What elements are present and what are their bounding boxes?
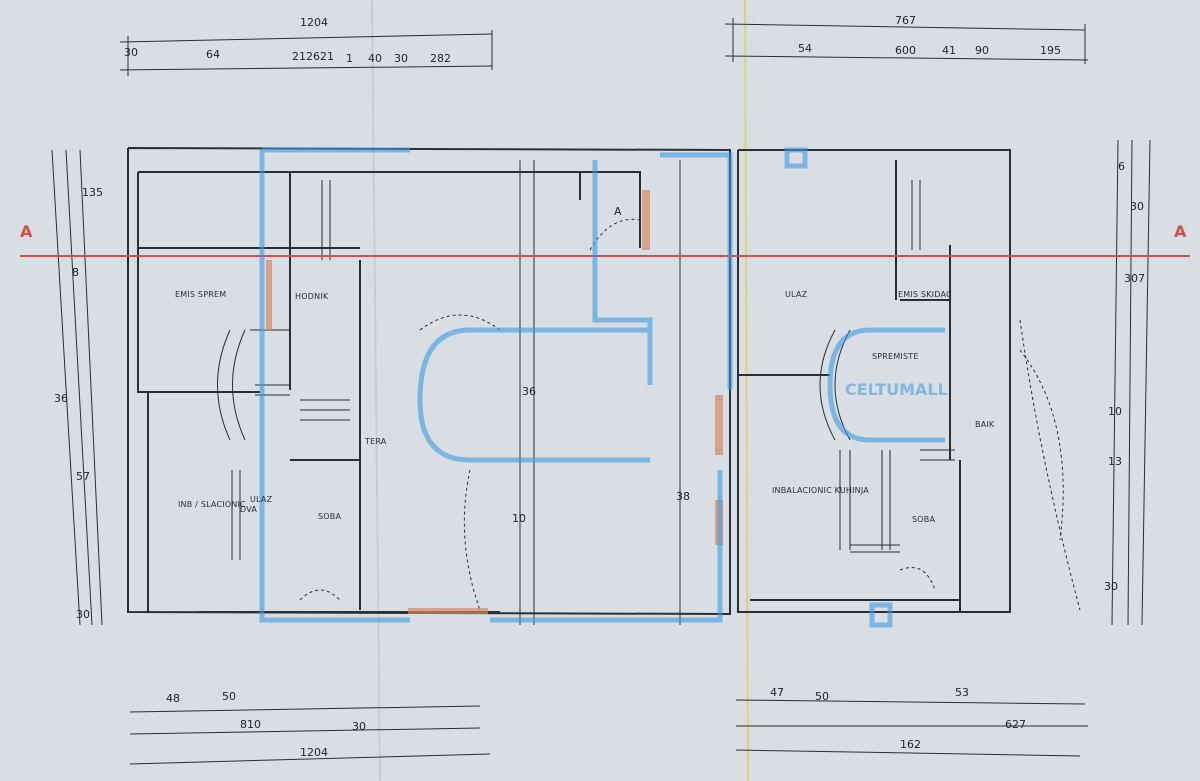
dim-top-right-d: 90 (975, 44, 989, 57)
room-label-soba-right: SOBA (912, 515, 936, 524)
dim-top-left-g: 282 (430, 52, 451, 65)
right-building-walls (737, 149, 1011, 613)
dim-bottom-left-c: 810 (240, 718, 261, 731)
bottom-dimension-lines (129, 699, 1088, 765)
dim-bottom-left-a: 48 (166, 692, 180, 705)
dim-bottom-right-c: 53 (955, 686, 969, 699)
dim-left-d: 57 (76, 470, 90, 483)
room-label-inbacionic-kuhinja: INBALACIONIC KUHINJA (772, 486, 869, 495)
dim-bottom-right-a: 47 (770, 686, 784, 699)
dim-top-right-e: 195 (1040, 44, 1061, 57)
dim-top-left-b: 64 (206, 48, 220, 61)
dim-top-right-total: 767 (895, 14, 916, 27)
dim-right-b: 30 (1130, 200, 1144, 213)
dim-top-left-d: 1 (346, 52, 353, 65)
dim-top-right-a: 54 (798, 42, 812, 55)
dim-bottom-left-d: 30 (352, 720, 366, 733)
room-label-emis-sprem: EMIS SPREM (175, 290, 227, 299)
dim-top-right-b: 600 (895, 44, 916, 57)
room-label-hodnik: HODNIK (295, 292, 329, 301)
dim-right-c: 307 (1124, 272, 1145, 285)
dim-left-b: 8 (72, 266, 79, 279)
right-door-swings (899, 319, 1081, 611)
dim-top-left-c: 212621 (292, 50, 334, 63)
room-label-soba: SOBA (318, 512, 342, 521)
dim-right-e: 13 (1108, 455, 1122, 468)
top-dimension-lines (119, 18, 1089, 76)
dim-bottom-right-b: 50 (815, 690, 829, 703)
room-label-ulaz-left: ULAZ (250, 495, 273, 504)
room-label-dva-left: DVA (240, 505, 258, 514)
room-label-tera: TERA (365, 437, 387, 446)
dim-top-right-c: 41 (942, 44, 956, 57)
room-label-spremiste: SPREMISTE (872, 352, 919, 361)
watermark-shape (259, 147, 945, 628)
dim-bottom-right-d: 627 (1005, 718, 1026, 731)
dim-mid-c: 38 (676, 490, 690, 503)
room-label-inb-left: INB / SLACIONIC (178, 500, 246, 509)
section-mark-inner: A (614, 205, 622, 218)
dim-right-d: 10 (1108, 405, 1122, 418)
section-mark-right: A (1174, 222, 1187, 241)
room-label-baik: BAIK (975, 420, 995, 429)
dim-mid-b: 10 (512, 512, 526, 525)
dim-top-left-f: 30 (394, 52, 408, 65)
room-label-emis-skidac: EMIS SKIDAC (898, 290, 952, 299)
watermark-text: CELTUMALL (845, 380, 948, 399)
dim-bottom-right-e: 162 (900, 738, 921, 751)
paper-fold (371, 0, 381, 781)
dim-bottom-left-e: 1204 (300, 746, 328, 759)
dim-right-f: 30 (1104, 580, 1118, 593)
dim-top-left-e: 40 (368, 52, 382, 65)
left-stairs (217, 180, 350, 560)
dim-right-a: 6 (1118, 160, 1125, 173)
paper-seam (744, 0, 749, 781)
room-label-ulaz-right: ULAZ (785, 290, 808, 299)
dim-top-left-a: 30 (124, 46, 138, 59)
dim-left-a: 135 (82, 186, 103, 199)
dim-top-left-total: 1204 (300, 16, 328, 29)
dim-bottom-left-b: 50 (222, 690, 236, 703)
section-mark-left: A (20, 222, 33, 241)
side-dimension-lines (51, 139, 1151, 626)
dim-mid-a: 36 (522, 385, 536, 398)
dim-left-c: 36 (54, 392, 68, 405)
dim-left-e: 30 (76, 608, 90, 621)
left-building-walls (127, 147, 731, 616)
